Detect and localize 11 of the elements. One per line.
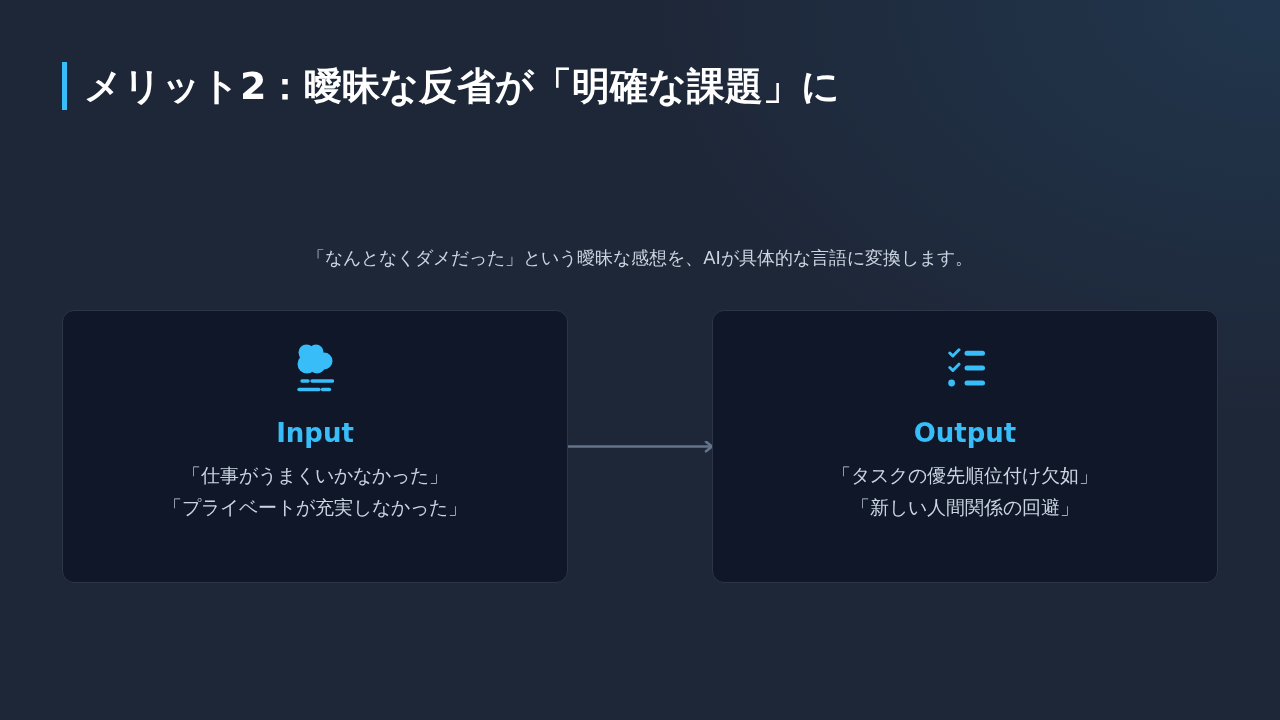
card-heading: Output — [913, 417, 1017, 450]
card-text: 「タスクの優先順位付け欠如」 — [832, 464, 1098, 488]
input-output-card — [62, 310, 568, 583]
arrow — [566, 440, 714, 453]
card-text: 「プライベートが充実しなかった」 — [163, 496, 467, 520]
card-heading: Input — [276, 417, 354, 450]
slide-title: メリット2：曖昧な反省が「明確な課題」に — [84, 63, 841, 110]
input-output-card — [712, 310, 1218, 583]
subtitle-text: 「なんとなくダメだった」という曖昧な感想を、AIが具体的な言語に変換します。 — [306, 246, 974, 270]
card-text: 「新しい人間関係の回避」 — [851, 496, 1079, 520]
card-text: 「仕事がうまくいかなかった」 — [182, 464, 448, 488]
